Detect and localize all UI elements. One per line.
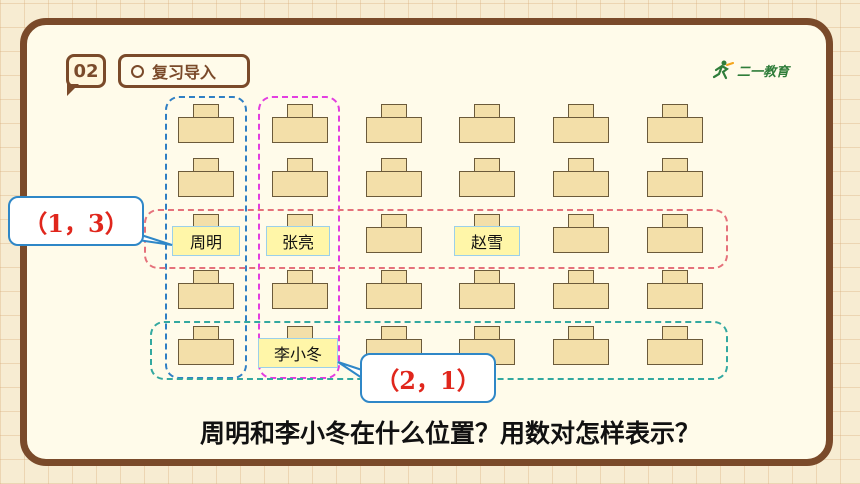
runner-icon: [712, 60, 734, 80]
desk: [366, 227, 422, 253]
desk: [647, 117, 703, 143]
chair: [381, 270, 407, 284]
coordinate-callout-li-xiaodong: （2，1）: [360, 353, 496, 403]
desk: [553, 283, 609, 309]
chair: [662, 158, 688, 172]
chair: [568, 104, 594, 118]
desk: [178, 117, 234, 143]
desk: [553, 171, 609, 197]
chair: [381, 158, 407, 172]
section-title: 复习导入: [152, 63, 217, 82]
desk: [553, 339, 609, 365]
section-number: 02: [66, 54, 106, 88]
nameplate-zhao-xue: 赵雪: [454, 226, 520, 256]
chair: [662, 270, 688, 284]
brand-logo: 二一教育: [710, 60, 789, 80]
desk: [553, 227, 609, 253]
section-header: 复习导入: [118, 54, 250, 88]
nameplate-zhou-ming: 周明: [172, 226, 240, 256]
question-text: 周明和李小冬在什么位置？用数对怎样表示？: [199, 419, 700, 448]
desk: [647, 171, 703, 197]
desk: [178, 339, 234, 365]
chair: [568, 270, 594, 284]
chair: [474, 158, 500, 172]
nameplate-zhang-liang: 张亮: [266, 226, 330, 256]
desk: [178, 283, 234, 309]
desk: [647, 339, 703, 365]
desk: [366, 283, 422, 309]
desk: [647, 283, 703, 309]
section-number-tail: [67, 84, 79, 96]
desk: [459, 117, 515, 143]
desk: [553, 117, 609, 143]
circle-bullet-icon: [131, 64, 144, 78]
chair: [381, 104, 407, 118]
chair: [662, 104, 688, 118]
chair: [474, 104, 500, 118]
desk: [366, 171, 422, 197]
desk: [366, 117, 422, 143]
desk: [272, 117, 328, 143]
desk: [272, 283, 328, 309]
coordinate-callout-zhou-ming: （1，3）: [8, 196, 144, 246]
desk: [178, 171, 234, 197]
chair: [474, 270, 500, 284]
nameplate-li-xiaodong: 李小冬: [258, 338, 338, 368]
logo-text: 二一教育: [737, 64, 790, 80]
desk: [272, 171, 328, 197]
chair: [568, 158, 594, 172]
desk: [459, 171, 515, 197]
desk: [647, 227, 703, 253]
desk: [459, 283, 515, 309]
